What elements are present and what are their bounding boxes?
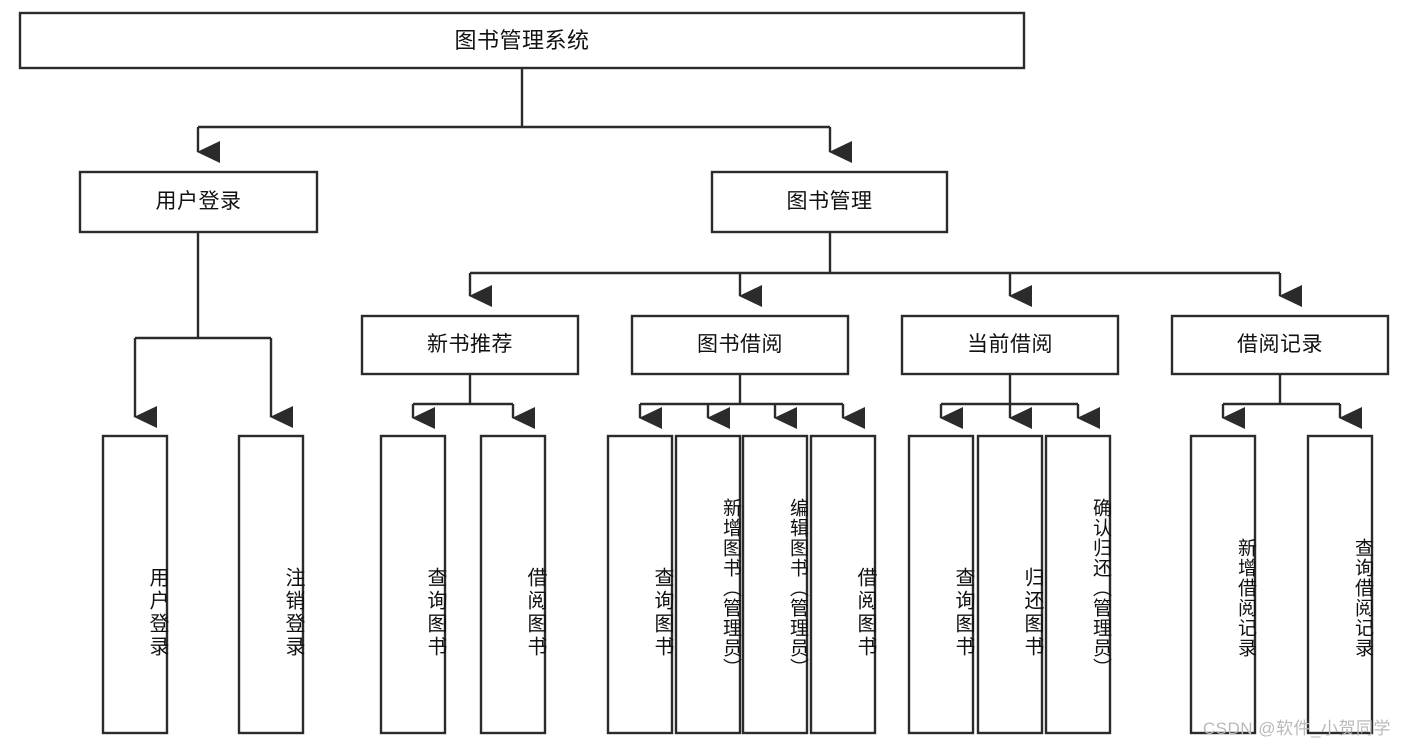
node-book-borrow-box[interactable]	[630, 314, 850, 376]
node-leaf-query-book-3-box[interactable]	[907, 434, 975, 735]
node-leaf-query-book-1-box[interactable]	[379, 434, 447, 735]
node-leaf-add-record-box[interactable]	[1189, 434, 1257, 735]
node-current-borrow-box[interactable]	[900, 314, 1120, 376]
node-leaf-borrow-book-1-box[interactable]	[479, 434, 547, 735]
node-leaf-edit-book-box[interactable]	[741, 434, 809, 735]
node-root-box[interactable]	[18, 11, 1026, 70]
node-book-manage-box[interactable]	[710, 170, 949, 234]
node-leaf-borrow-book-2-box[interactable]	[809, 434, 877, 735]
node-leaf-logout-login-box[interactable]	[237, 434, 305, 735]
node-leaf-confirm-return-box[interactable]	[1044, 434, 1112, 735]
node-leaf-return-book-box[interactable]	[976, 434, 1044, 735]
node-user-login-box[interactable]	[78, 170, 319, 234]
node-leaf-query-record-box[interactable]	[1306, 434, 1374, 735]
csdn-watermark: CSDN @软件_小贺同学	[1202, 719, 1391, 738]
node-leaf-user-login-box[interactable]	[101, 434, 169, 735]
node-leaf-query-book-2-box[interactable]	[606, 434, 674, 735]
node-borrow-record-box[interactable]	[1170, 314, 1390, 376]
node-leaf-add-book-box[interactable]	[674, 434, 742, 735]
node-new-book-recommend-box[interactable]	[360, 314, 580, 376]
